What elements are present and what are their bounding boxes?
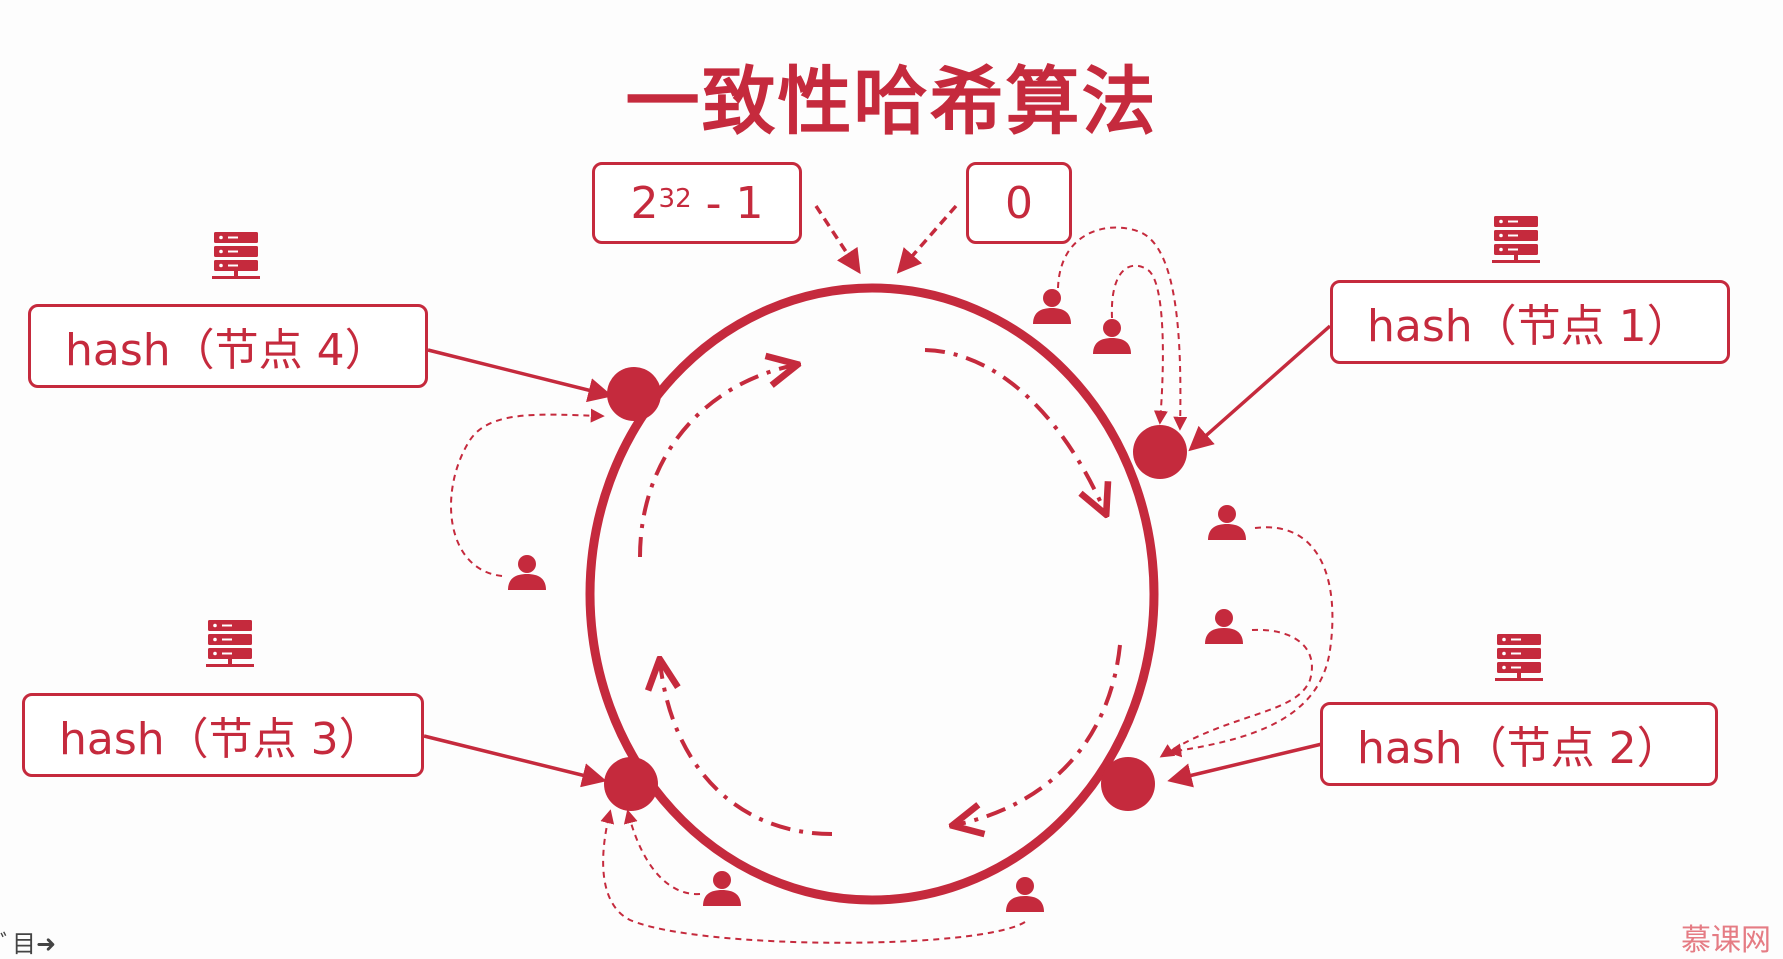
node4-label: hash（节点 4） [28, 304, 428, 388]
ring-max-base: 2 [630, 177, 659, 229]
node1-pointer-arrow [1188, 324, 1332, 452]
ring-zero-label: 0 [966, 162, 1072, 244]
server-icon [212, 232, 260, 279]
node1-point [1133, 425, 1187, 479]
user-a-to-node1-curve [1057, 226, 1188, 431]
node-label-pointers [423, 324, 1332, 788]
user-e-to-node3-curve [623, 809, 701, 896]
max-pointer-arrow [814, 205, 861, 275]
node4-pointer-arrow [427, 348, 613, 403]
ring-node-points [604, 367, 1187, 811]
user-icon [703, 871, 741, 906]
user-d-to-node2-curve [1159, 628, 1313, 758]
direction-arrow-bottom-left [660, 662, 833, 836]
user-icon [1033, 289, 1071, 324]
node3-pointer-arrow [423, 734, 607, 788]
user-icon [1006, 877, 1044, 912]
top-label-pointers [814, 204, 958, 275]
node3-label: hash（节点 3） [22, 693, 424, 777]
user-f-to-node3-curve [600, 809, 1026, 944]
server-icon [1492, 216, 1540, 263]
direction-arrow-top-right [924, 348, 1105, 512]
direction-arrow-bottom-right [955, 644, 1122, 825]
node2-pointer-arrow [1167, 742, 1323, 788]
user-icon [508, 555, 546, 590]
clockwise-direction-arrows [638, 348, 1122, 836]
page-title: 一致性哈希算法 [625, 59, 1158, 145]
user-c-to-node2-curve [1167, 526, 1334, 758]
node2-label: hash（节点 2） [1320, 702, 1718, 786]
server-icon [206, 620, 254, 667]
footer-left-fragment: ﾞ目➜ [0, 930, 57, 958]
node2-point [1101, 757, 1155, 811]
node3-point [604, 757, 658, 811]
ring-max-exponent: 32 [658, 184, 692, 214]
hash-ring [585, 283, 1159, 905]
user-icon [1208, 505, 1246, 540]
watermark-logo: 慕课网 [1681, 923, 1771, 958]
user-icon [1205, 609, 1243, 644]
server-icon [1495, 634, 1543, 681]
node1-label: hash（节点 1） [1330, 280, 1730, 364]
user-icon [1093, 319, 1131, 354]
node4-point [607, 367, 661, 421]
direction-arrow-top-left [638, 365, 795, 558]
zero-pointer-arrow [896, 204, 958, 274]
ring-max-suffix: - 1 [691, 177, 764, 229]
user-g-to-node4-curve [450, 408, 605, 577]
user-mapping-curves [450, 226, 1334, 944]
user-b-to-node1-curve [1110, 264, 1168, 425]
